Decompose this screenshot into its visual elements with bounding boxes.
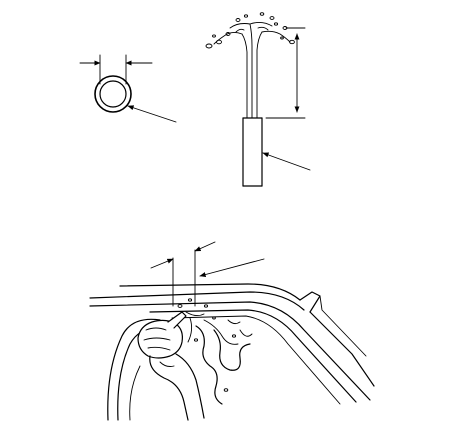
nozzle-cross-section-panel xyxy=(79,54,177,123)
hose-leader xyxy=(262,152,311,171)
pillar-side xyxy=(309,311,375,387)
hand-with-nozzle xyxy=(137,311,205,421)
pillar-top xyxy=(299,291,321,313)
windshield-edge-2 xyxy=(149,309,357,403)
hose-curve-outer xyxy=(107,318,161,421)
hose-lower xyxy=(129,365,141,421)
roof-panel-top xyxy=(119,283,301,301)
windshield-edge-3 xyxy=(171,315,341,405)
distance-arrow-right xyxy=(194,241,216,252)
windshield-edge-1 xyxy=(89,301,371,401)
water-jet-right xyxy=(256,31,263,119)
seal-leader xyxy=(199,258,265,277)
roof-panel-line2 xyxy=(89,291,305,311)
cross-section-leader xyxy=(127,105,177,123)
window-seal-spray-test-panel xyxy=(89,241,375,421)
water-jet-mid xyxy=(249,23,253,119)
water-spray-splash xyxy=(205,12,295,49)
distance-arrow-left xyxy=(150,258,174,269)
water-jet-left xyxy=(241,33,248,119)
water-spray-height-panel xyxy=(205,12,311,187)
hose-outer-ring xyxy=(94,75,132,113)
water-splash-on-glass xyxy=(177,298,253,405)
pillar-inner xyxy=(319,295,367,357)
hose-inner-ring xyxy=(99,80,127,108)
